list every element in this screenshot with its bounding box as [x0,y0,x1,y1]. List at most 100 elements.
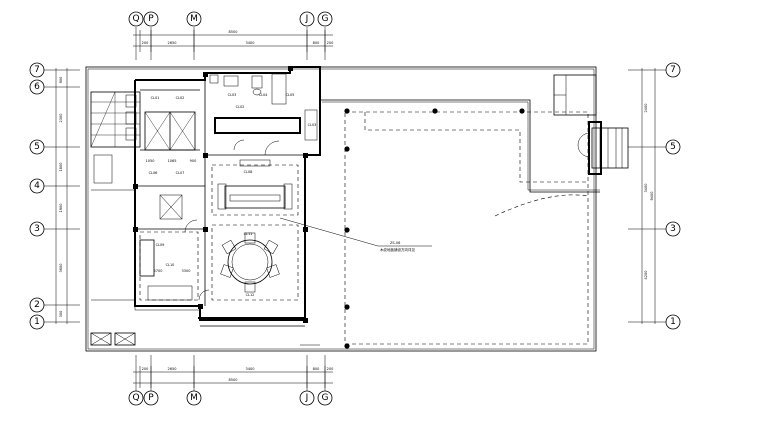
left-grid-bubbles: 7 6 5 4 3 2 1 [29,62,45,330]
grid-left-6: 6 [34,82,40,92]
bottom-grid-bubbles: Q P M J G [128,355,333,406]
terrace-dashed-outline [344,111,589,345]
grid-top-m: M [190,14,198,24]
left-dim-6: 300 [59,311,63,318]
finish-callout: ZS-06 木纹地板铺设方向详见 [279,217,432,252]
grid-right-5: 5 [670,142,676,152]
room-tag: CL02 [236,105,245,109]
door-swings [184,139,280,301]
stair-block [90,91,141,184]
column-dot [344,227,350,233]
top-dim-3: 3400 [246,41,255,45]
grid-bottom-g: G [322,393,329,403]
site-boundary [85,66,597,352]
grid-bottom-q: Q [132,393,139,403]
left-dim-3: 1800 [59,163,63,172]
room-tag: CL02 [176,96,185,100]
room-tag: CL03 [308,123,317,127]
grid-bottom-p: P [148,393,154,403]
top-dim-4: 800 [313,41,320,45]
column-dot [519,108,525,114]
grid-left-2: 2 [34,300,40,310]
right-grid-bubbles: 7 5 3 1 [665,62,681,330]
left-dimensions: 900 2300 1800 1900 3600 300 [44,68,80,324]
column-dot [344,146,350,152]
wardrobe-block [144,111,196,151]
side-yard [91,189,320,346]
room-tag: CL08 [244,170,253,174]
top-total-dim: 8500 [229,30,238,34]
kitchen-room [139,194,199,301]
right-dim-total: 9400 [650,192,654,201]
top-dim-5: 200 [327,41,334,45]
dining-table [227,239,273,285]
inner-dim: 1065 [168,159,177,163]
callout-text: 木纹地板铺设方向详见 [380,247,415,252]
living-room [211,159,299,216]
coffee-table [224,185,286,209]
grid-right-7: 7 [670,65,676,75]
bottom-dimensions: 200 2650 3400 800 200 8500 [133,366,333,388]
inner-dim: 1050 [146,159,155,163]
bathroom-fixtures [209,73,318,141]
column-dot [432,108,438,114]
top-grid-bubbles: Q P M J G [128,11,333,60]
column-dot [344,304,350,310]
column-dot [344,343,350,349]
grid-left-7: 7 [34,65,40,75]
room-tag: CL05 [286,93,295,97]
room-tags: CL01 CL02 CL03 CL04 CL05 CL06 CL07 CL08 … [146,93,317,297]
inner-dim: 900 [190,159,197,163]
right-dim-2: 3400 [644,184,648,193]
bottom-dim-3: 3400 [246,367,255,371]
inner-dim: 3300 [182,269,191,273]
grid-bottom-j: J [305,393,309,403]
sofa-right [283,183,293,210]
terrace-arc [494,194,589,217]
callout-code: ZS-06 [390,241,400,245]
bottom-dim-4: 800 [313,367,320,371]
left-dim-1: 900 [59,77,63,84]
top-dim-1: 200 [142,41,149,45]
grid-left-4: 4 [34,181,40,191]
terrace-area [320,74,629,349]
bottom-total-dim: 8500 [229,378,238,382]
grid-left-3: 3 [34,224,40,234]
ac-units [90,332,136,346]
right-dimensions: 2400 3400 4200 9400 [628,68,666,324]
top-dim-2: 2650 [168,41,177,45]
room-tag: CL12 [246,293,255,297]
right-dim-1: 2400 [644,104,648,113]
elevator-box [159,194,183,220]
top-dimensions: 8500 200 2650 3400 800 200 [133,30,333,52]
room-tag: CL07 [176,171,185,175]
room-tag: CL11 [244,232,253,236]
entry-stair [577,121,629,175]
bottom-dim-2: 2650 [168,367,177,371]
room-tag: CL10 [166,263,175,267]
grid-top-q: Q [132,14,139,24]
dining-room [211,224,299,301]
room-tag: CL01 [151,96,160,100]
room-tag: CL06 [149,171,158,175]
room-tag: CL03 [228,93,237,97]
bottom-dim-5: 200 [327,367,334,371]
grid-top-j: J [305,14,309,24]
grid-left-1: 1 [34,317,40,327]
room-tag: CL04 [259,93,269,97]
room-tag: CL09 [156,243,165,247]
grid-top-p: P [148,14,154,24]
grid-right-3: 3 [670,224,676,234]
grid-bottom-m: M [190,393,198,403]
tv-console [239,159,271,167]
bottom-dim-1: 200 [142,367,149,371]
grid-left-5: 5 [34,142,40,152]
inner-dim: 5700 [154,269,163,273]
right-dim-3: 4200 [644,271,648,280]
grid-right-1: 1 [670,317,676,327]
column-dot [344,108,350,114]
house-columns [133,66,308,323]
grid-top-g: G [322,14,329,24]
left-dim-5: 3600 [59,264,63,273]
